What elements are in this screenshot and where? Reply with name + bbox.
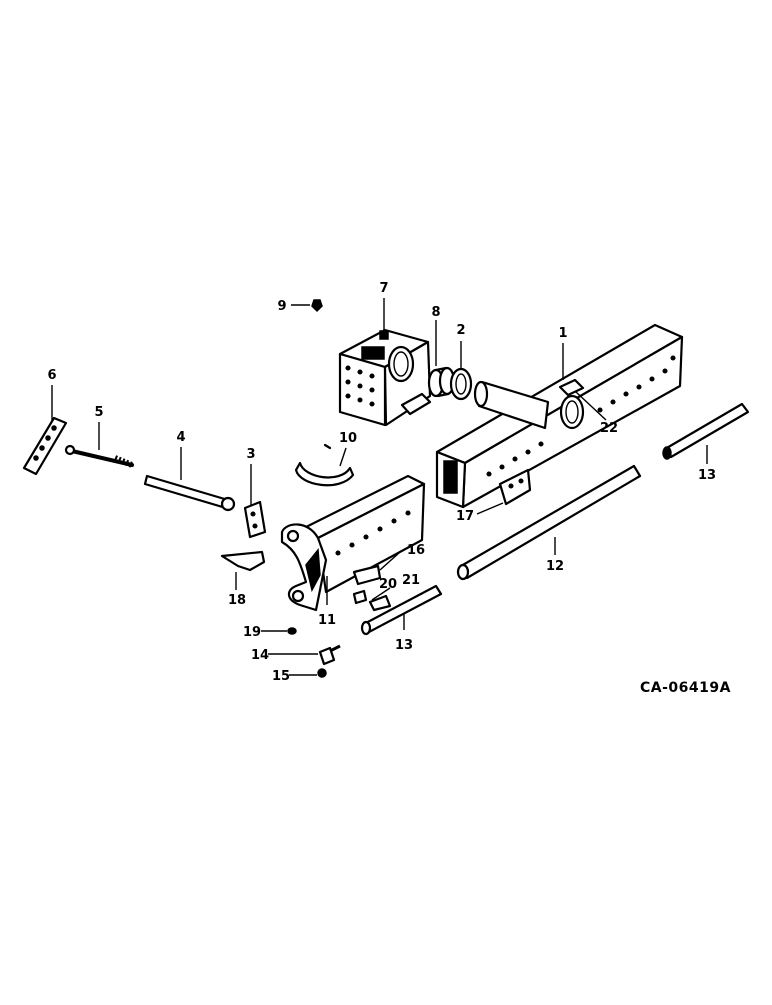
- part-10-clamp: [294, 443, 355, 487]
- part-13-tube-left: [360, 584, 443, 636]
- callout-13-right: 13: [698, 468, 716, 483]
- leader-lines: [51, 298, 708, 676]
- callout-17: 17: [456, 509, 474, 524]
- callout-7: 7: [379, 281, 388, 296]
- callout-16: 16: [407, 543, 425, 558]
- part-6-hinge-plate: [22, 416, 68, 476]
- part-22-bracket: [558, 378, 585, 397]
- part-15-nut: [317, 668, 327, 678]
- callout-5: 5: [94, 405, 103, 420]
- cross-tube: [473, 380, 550, 430]
- callout-3: 3: [246, 447, 255, 462]
- part-4-pin: [143, 474, 236, 512]
- part-5-bolt: [64, 444, 134, 468]
- part-21-clip: [368, 594, 392, 612]
- callout-20: 20: [379, 577, 397, 592]
- part-3-bracket: [243, 500, 267, 539]
- callout-1: 1: [558, 326, 567, 341]
- callout-18: 18: [228, 593, 246, 608]
- part-13-tube-right: [662, 402, 750, 460]
- part-12-tube: [456, 464, 642, 581]
- callout-4: 4: [176, 430, 185, 445]
- part-2-seal: [449, 367, 473, 401]
- callout-15: 15: [272, 669, 290, 684]
- part-14-fitting: [318, 644, 341, 666]
- part-11-tongue: [280, 474, 426, 612]
- part-19-washer: [287, 627, 297, 635]
- part-16-clip: [352, 564, 382, 586]
- callout-13-left: 13: [395, 638, 413, 653]
- diagram-code: CA-06419A: [640, 680, 731, 696]
- callout-22: 22: [600, 421, 618, 436]
- part-20-pin: [352, 589, 368, 605]
- callout-14: 14: [251, 648, 269, 663]
- callout-21: 21: [402, 573, 420, 588]
- callouts: 1 2 3 4 5 6 7 8 9 10 11 12 13 13 14 15 1…: [47, 281, 716, 684]
- callout-8: 8: [431, 305, 440, 320]
- callout-9: 9: [277, 299, 286, 314]
- callout-2: 2: [456, 323, 465, 338]
- callout-11: 11: [318, 613, 336, 628]
- part-1-main-beam: [435, 323, 684, 509]
- part-17-plate: [498, 468, 532, 506]
- part-8-bushing: [427, 366, 456, 398]
- callout-12: 12: [546, 559, 564, 574]
- callout-19: 19: [243, 625, 261, 640]
- part-18-plate: [220, 550, 266, 572]
- callout-6: 6: [47, 368, 56, 383]
- part-7-housing: [338, 328, 432, 427]
- part-9-nut: [311, 299, 323, 313]
- callout-10: 10: [339, 431, 357, 446]
